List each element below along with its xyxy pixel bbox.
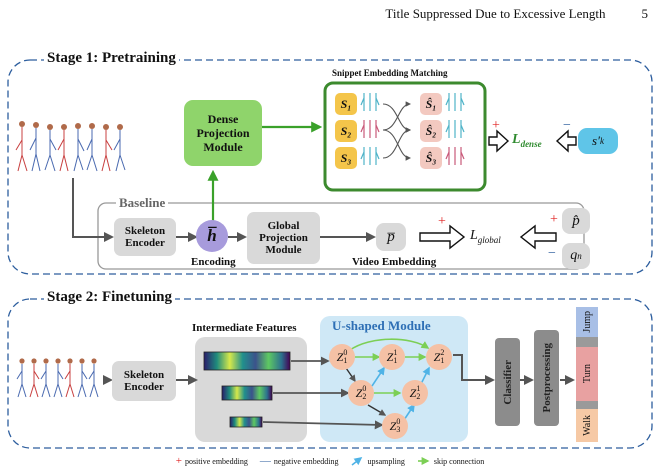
hollow-arrow-global-right bbox=[519, 224, 557, 250]
p-hat: p̂ bbox=[562, 208, 590, 234]
snippet-shat3: Ŝ₃ bbox=[420, 147, 442, 169]
snippet-frame bbox=[323, 81, 487, 192]
ushaped-module-title: U-shaped Module bbox=[332, 318, 431, 333]
s-k-prime: s′k bbox=[578, 128, 618, 154]
legend-negative: —negative embedding bbox=[259, 455, 339, 467]
arrow-to-classifier bbox=[453, 354, 495, 385]
label-separator-1 bbox=[576, 337, 598, 347]
intermediate-features-title: Intermediate Features bbox=[192, 322, 297, 334]
hollow-arrow-global bbox=[419, 224, 466, 250]
stage2-frame bbox=[7, 298, 653, 449]
video-embedding-label: Video Embedding bbox=[352, 256, 437, 268]
l-global: Lglobal bbox=[470, 228, 501, 245]
plus-sign-phat: + bbox=[550, 212, 558, 227]
feature-map-1 bbox=[203, 351, 291, 371]
hollow-arrow-sk bbox=[555, 129, 577, 153]
snippet-matching-title: Snippet Embedding Matching bbox=[332, 68, 448, 78]
snippet-shat2: Ŝ₂ bbox=[420, 120, 442, 142]
global-projection-module: Global Projection Module bbox=[247, 212, 320, 264]
page-header: Title Suppressed Due to Excessive Length… bbox=[385, 6, 648, 22]
p-bar-embedding: p̅ bbox=[376, 223, 406, 251]
feature-map-3 bbox=[229, 416, 263, 428]
skeleton-sequence-2 bbox=[16, 358, 99, 398]
stage1-frame bbox=[7, 59, 653, 275]
snippet-s2: S₂ bbox=[335, 120, 357, 142]
classifier-box: Classifier bbox=[495, 338, 520, 426]
unet-arrows bbox=[345, 338, 430, 421]
snippet-shat1: Ŝ₁ bbox=[420, 93, 442, 115]
feature-map-2 bbox=[221, 385, 273, 401]
page-number: 5 bbox=[641, 6, 649, 21]
dense-projection-module: Dense Projection Module bbox=[184, 100, 262, 166]
arrow-f3-to-z30 bbox=[262, 420, 384, 430]
legend: +positive embedding —negative embedding … bbox=[0, 455, 660, 467]
label-jump: Jump bbox=[576, 307, 598, 337]
l-dense: Ldense bbox=[512, 132, 542, 149]
plus-sign-dense: + bbox=[492, 118, 500, 133]
skeleton-sequence-1 bbox=[15, 121, 126, 172]
legend-skip: skip connection bbox=[417, 456, 485, 466]
arrow-skeleton-to-encoder bbox=[72, 178, 114, 242]
legend-positive: +positive embedding bbox=[175, 455, 248, 467]
skeleton-encoder-1: Skeleton Encoder bbox=[114, 218, 176, 256]
plus-sign-global: + bbox=[438, 214, 446, 229]
baseline-label: Baseline bbox=[116, 195, 169, 211]
stage2-title: Stage 2: Finetuning bbox=[44, 289, 176, 306]
snippet-s3: S₃ bbox=[335, 147, 357, 169]
label-separator-2 bbox=[576, 401, 598, 409]
snippet-s1: S₁ bbox=[335, 93, 357, 115]
snippet-skeletons bbox=[360, 93, 465, 165]
stage1-title: Stage 1: Pretraining bbox=[44, 50, 179, 67]
minus-sign-dense: − bbox=[563, 118, 571, 133]
snippet-matching-arrows bbox=[382, 101, 412, 161]
encoding-label: Encoding bbox=[191, 256, 236, 268]
minus-sign-qn: − bbox=[548, 246, 556, 261]
running-title: Title Suppressed Due to Excessive Length bbox=[385, 6, 606, 21]
skeleton-encoder-2: Skeleton Encoder bbox=[112, 361, 176, 401]
h-bar-encoding: h̅ bbox=[196, 220, 228, 252]
label-turn: Turn bbox=[576, 347, 598, 401]
label-walk: Walk bbox=[576, 409, 598, 442]
legend-upsampling: upsampling bbox=[350, 455, 405, 467]
hollow-arrow-dense bbox=[488, 129, 510, 153]
postprocessing-box: Postprocessing bbox=[534, 330, 559, 426]
